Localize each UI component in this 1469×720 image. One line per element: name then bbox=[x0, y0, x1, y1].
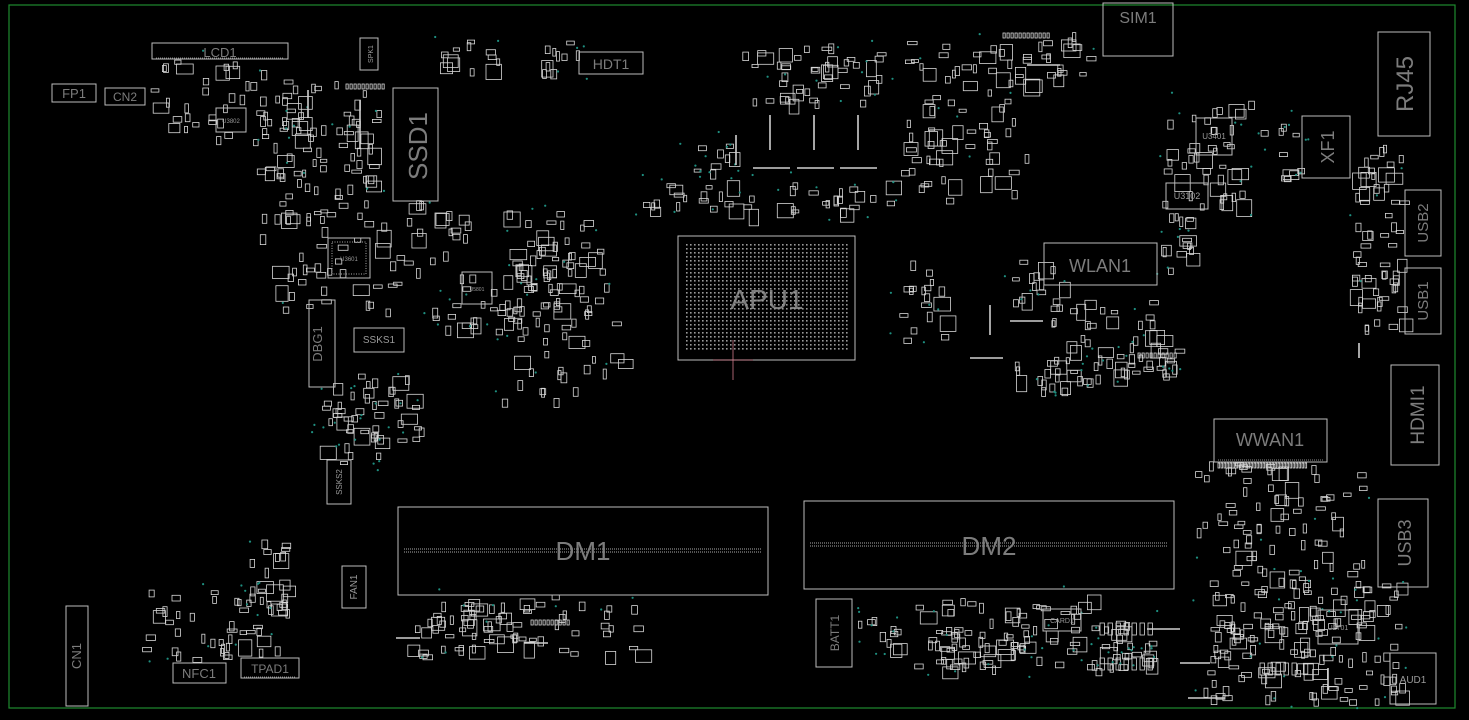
ssks2-label: SSKS2 bbox=[335, 469, 344, 495]
connector-ssd1[interactable]: SSD1 bbox=[392, 87, 439, 202]
usb3-label: USB3 bbox=[1395, 519, 1415, 566]
u3102-label: U3102 bbox=[1174, 191, 1201, 201]
connector-ssks2[interactable]: SSKS2 bbox=[326, 459, 352, 505]
connector-usb1[interactable]: USB1 bbox=[1404, 267, 1442, 335]
chip-u3102[interactable]: U3102 bbox=[1165, 182, 1209, 210]
ssd1-label: SSD1 bbox=[403, 112, 433, 180]
chip-u2701[interactable]: U2701 bbox=[1317, 609, 1359, 645]
transformer-xf1[interactable]: XF1 bbox=[1301, 115, 1351, 179]
connector-fp1[interactable]: FP1 bbox=[51, 83, 97, 103]
slot-dm1[interactable]: DM1 bbox=[397, 506, 769, 596]
hdmi1-label: HDMI1 bbox=[1408, 385, 1429, 444]
connector-rj45[interactable]: RJ45 bbox=[1377, 31, 1431, 137]
connector-fan1[interactable]: FAN1 bbox=[341, 565, 367, 609]
wwan1-label: WWAN1 bbox=[1236, 430, 1304, 450]
hdt1-label: HDT1 bbox=[593, 56, 630, 72]
small-components-layer bbox=[142, 32, 1414, 710]
slot-dm2[interactable]: DM2 bbox=[803, 500, 1175, 590]
chip-apu1[interactable]: APU1 bbox=[677, 235, 856, 380]
connector-nfc1[interactable]: NFC1 bbox=[172, 662, 227, 684]
spk1-label: SPK1 bbox=[368, 45, 375, 63]
sim1-label: SIM1 bbox=[1119, 10, 1156, 27]
chip-u3802[interactable]: U3802 bbox=[215, 107, 247, 133]
cn1-label: CN1 bbox=[69, 643, 84, 669]
connector-card1[interactable]: CARD1 bbox=[1042, 608, 1082, 632]
connector-wlan1[interactable]: WLAN1 bbox=[1043, 242, 1158, 286]
fan1-label: FAN1 bbox=[349, 574, 360, 599]
dm2-label: DM2 bbox=[962, 531, 1017, 561]
connector-lcd1[interactable]: LCD1 bbox=[151, 42, 289, 60]
lcd1-label: LCD1 bbox=[203, 45, 236, 60]
dbg1-label: DBG1 bbox=[310, 326, 325, 361]
dm1-label: DM1 bbox=[556, 536, 611, 566]
ram-termination-lines bbox=[307, 64, 1360, 699]
connector-cn2[interactable]: CN2 bbox=[104, 87, 146, 106]
connector-hdt1[interactable]: HDT1 bbox=[578, 51, 644, 75]
rj45-label: RJ45 bbox=[1392, 56, 1419, 112]
chip-u5801[interactable]: U5801 bbox=[461, 271, 493, 305]
connector-cn1[interactable]: CN1 bbox=[65, 605, 89, 707]
u5801-label: U5801 bbox=[470, 287, 485, 293]
xf1-label: XF1 bbox=[1318, 130, 1338, 163]
usb2-label: USB2 bbox=[1415, 203, 1432, 242]
ssks1-label: SSKS1 bbox=[363, 335, 396, 346]
connector-usb3[interactable]: USB3 bbox=[1377, 498, 1429, 588]
connector-spk1[interactable]: SPK1 bbox=[359, 37, 379, 71]
connector-dbg1[interactable]: DBG1 bbox=[308, 299, 336, 388]
tpad1-label: TPAD1 bbox=[251, 662, 289, 676]
card1-label: CARD1 bbox=[1050, 618, 1074, 625]
u2701-label: U2701 bbox=[1328, 625, 1349, 632]
u3401-label: U3401 bbox=[1202, 132, 1226, 141]
chip-u3601[interactable]: U3601 bbox=[327, 237, 371, 279]
connector-tpad1[interactable]: TPAD1 bbox=[240, 657, 300, 679]
fp1-label: FP1 bbox=[62, 86, 86, 101]
connector-usb2[interactable]: USB2 bbox=[1404, 189, 1442, 257]
connector-batt1[interactable]: BATT1 bbox=[815, 598, 853, 668]
u3802-label: U3802 bbox=[222, 119, 240, 125]
batt1-label: BATT1 bbox=[828, 614, 842, 651]
wlan1-label: WLAN1 bbox=[1069, 256, 1131, 276]
connector-aud1[interactable]: AUD1 bbox=[1389, 652, 1437, 705]
u3601-label: U3601 bbox=[340, 257, 358, 263]
connector-ssks1[interactable]: SSKS1 bbox=[353, 327, 405, 353]
nfc1-label: NFC1 bbox=[182, 666, 216, 681]
board-outline bbox=[8, 4, 1456, 709]
cn2-label: CN2 bbox=[113, 90, 137, 104]
usb1-label: USB1 bbox=[1415, 281, 1432, 320]
connector-sim1[interactable]: SIM1 bbox=[1102, 2, 1174, 57]
connector-wwan1[interactable]: WWAN1 bbox=[1213, 418, 1328, 463]
connector-hdmi1[interactable]: HDMI1 bbox=[1390, 364, 1440, 466]
aud1-label: AUD1 bbox=[1400, 675, 1427, 686]
chip-u3401[interactable]: U3401 bbox=[1195, 117, 1233, 156]
